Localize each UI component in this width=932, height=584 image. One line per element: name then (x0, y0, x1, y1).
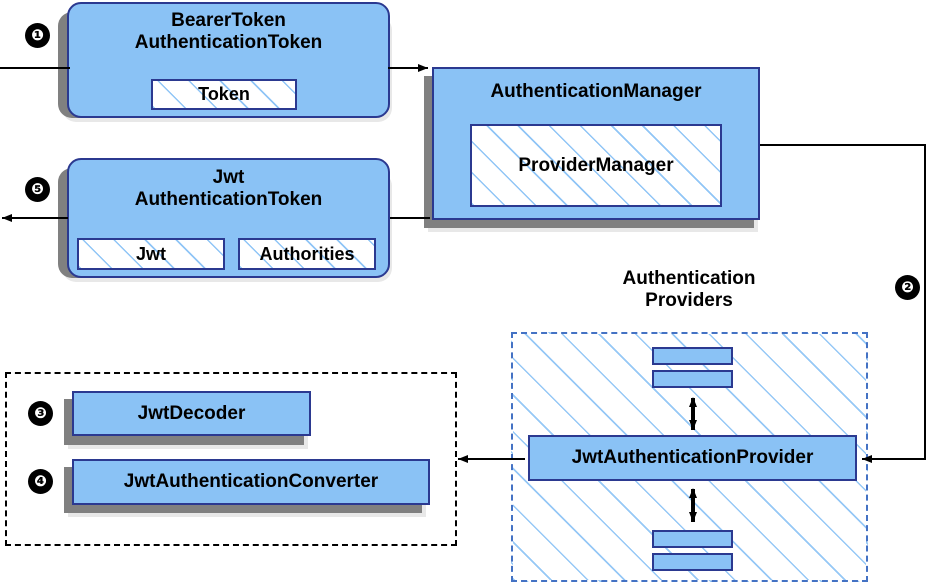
authentication-providers-caption-line2: Providers (645, 289, 733, 311)
jwt-decoder-label: JwtDecoder (137, 402, 246, 424)
authmanager-title: AuthenticationManager (490, 81, 702, 102)
bearertoken-title-line1: BearerToken (171, 10, 286, 31)
badge-step-3: ❸ (28, 401, 53, 426)
provider-stub-bottom-2 (652, 553, 733, 571)
bearertoken-title-line2: AuthenticationToken (134, 32, 323, 53)
jwt-decoder-box[interactable]: JwtDecoder (72, 391, 311, 436)
badge-step-5: ❺ (25, 177, 50, 202)
badge-step-1: ❶ (25, 23, 50, 48)
provider-stub-top-2 (652, 370, 733, 388)
authentication-providers-caption: Authentication Providers (561, 268, 817, 312)
provider-manager-panel[interactable]: ProviderManager (470, 124, 722, 207)
jwttoken-inner-authorities-label: Authorities (259, 243, 355, 264)
jwt-authentication-provider-label: JwtAuthenticationProvider (571, 447, 814, 468)
provider-stub-top-1 (652, 347, 733, 365)
jwt-authentication-converter-box[interactable]: JwtAuthenticationConverter (72, 459, 430, 505)
badge-step-2: ❷ (895, 275, 920, 300)
jwt-authentication-provider-box[interactable]: JwtAuthenticationProvider (528, 435, 857, 481)
jwttoken-title-line1: Jwt (212, 167, 245, 188)
bearertoken-inner-token-label: Token (198, 84, 250, 104)
provider-manager-label: ProviderManager (518, 154, 674, 176)
jwttoken-inner-authorities-panel[interactable]: Authorities (238, 238, 376, 270)
badge-step-4: ❹ (28, 469, 53, 494)
jwttoken-title-line2: AuthenticationToken (134, 189, 323, 210)
jwt-authentication-converter-label: JwtAuthenticationConverter (123, 471, 379, 492)
bearertoken-authentication-token-box[interactable]: BearerToken AuthenticationToken (67, 2, 390, 118)
jwt-support-group (5, 372, 457, 546)
provider-stub-bottom-1 (652, 530, 733, 548)
authentication-providers-caption-line1: Authentication (622, 268, 756, 289)
bearertoken-inner-token-panel[interactable]: Token (151, 79, 297, 110)
jwttoken-inner-jwt-panel[interactable]: Jwt (77, 238, 225, 270)
jwttoken-inner-jwt-label: Jwt (135, 243, 166, 264)
